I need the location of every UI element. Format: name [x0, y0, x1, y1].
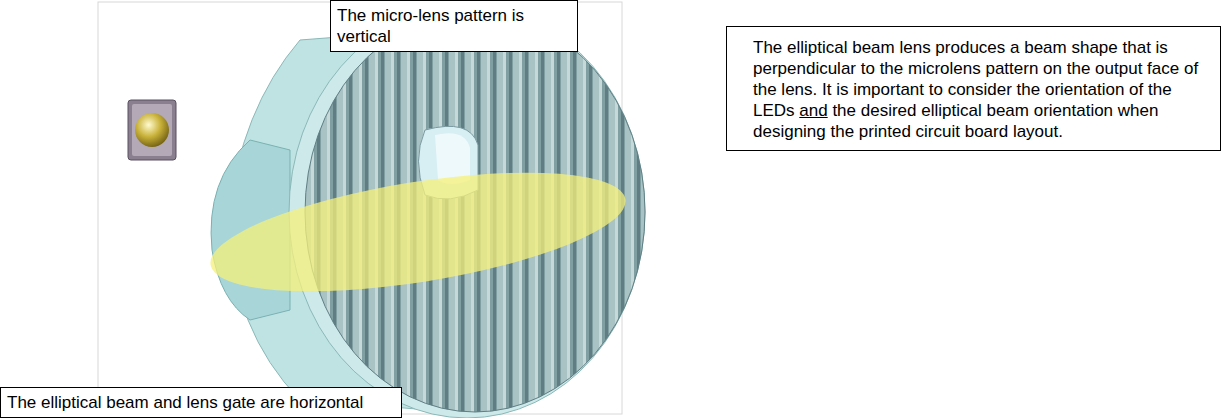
- callout-text: The elliptical beam and lens gate are ho…: [7, 392, 395, 413]
- emphasis: and: [799, 101, 827, 120]
- callout-text: The micro-lens pattern is vertical: [337, 5, 571, 47]
- note-box: The elliptical beam lens produces a beam…: [726, 26, 1221, 151]
- elliptical-beam: [203, 150, 633, 314]
- callout-text: The elliptical beam lens produces a beam…: [753, 37, 1208, 142]
- callout-box: The micro-lens pattern is vertical: [330, 0, 578, 52]
- callout-box: The elliptical beam and lens gate are ho…: [0, 387, 402, 418]
- led-symbol: [128, 100, 176, 160]
